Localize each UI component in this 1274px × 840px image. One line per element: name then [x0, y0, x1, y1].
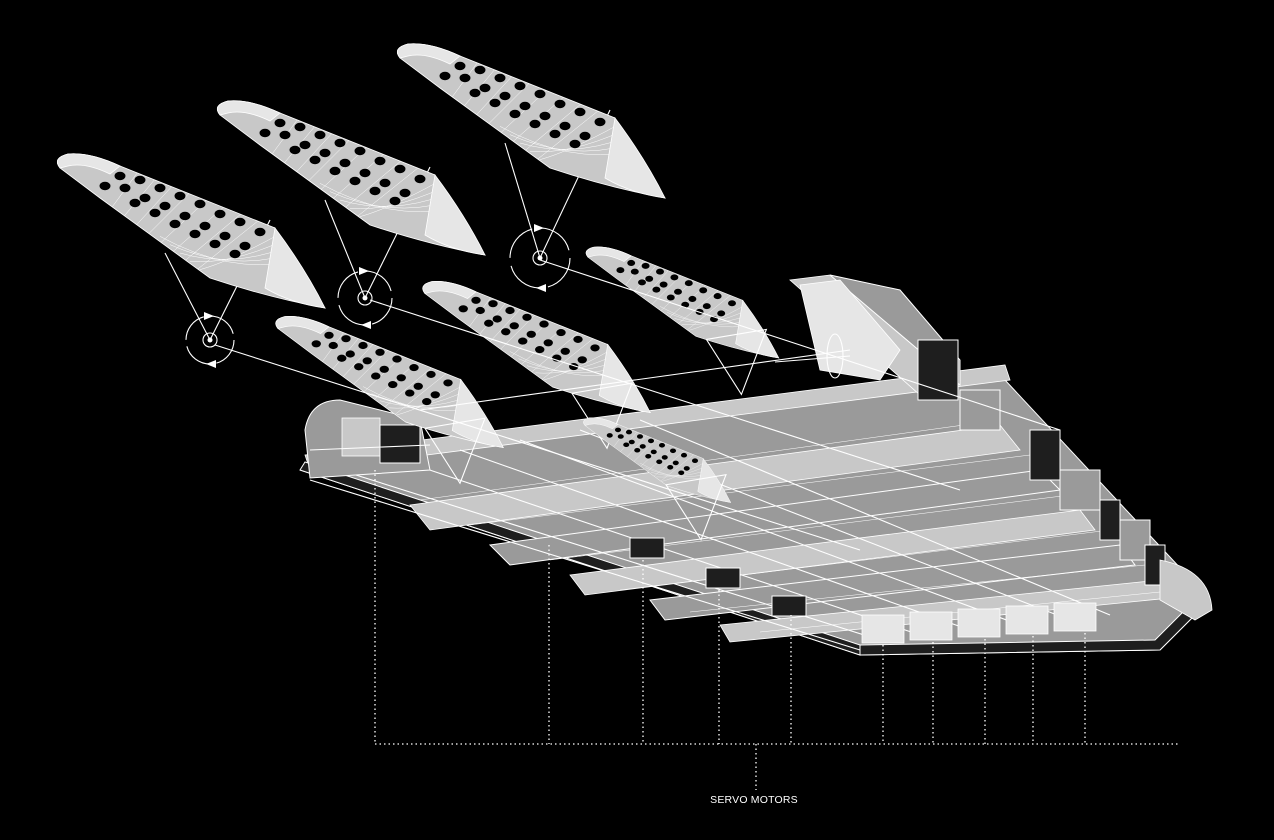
lower-blade-3 [585, 246, 780, 359]
rotation-arrow-icon [337, 267, 393, 329]
lower-blade-2 [422, 281, 652, 414]
right-end-housing [789, 274, 1213, 621]
lower-blade-4 [583, 417, 732, 503]
rotation-arrow-icon [185, 224, 571, 368]
shaft-rotation-icon [774, 333, 851, 379]
servo-callout-leaders [374, 470, 1180, 790]
servo-motor-blocks [629, 537, 1097, 644]
rotation-arrow-icon [509, 224, 571, 292]
lower-blade-1 [275, 316, 505, 449]
lower-louver-blades [275, 246, 780, 541]
rotation-arrow-icon [185, 312, 235, 368]
raised-blade-3 [396, 43, 667, 199]
servo-motors-label: SERVO MOTORS [710, 794, 798, 806]
raised-blade-2 [216, 100, 487, 256]
lower-blade-4-strut [665, 474, 727, 541]
raised-blade-1 [56, 153, 327, 309]
lower-blade-3-strut [705, 328, 768, 396]
drive-rods [214, 259, 1061, 551]
raised-louver-blades [56, 43, 667, 341]
lower-blade-1-strut [424, 417, 486, 485]
left-end-housing [304, 399, 431, 479]
